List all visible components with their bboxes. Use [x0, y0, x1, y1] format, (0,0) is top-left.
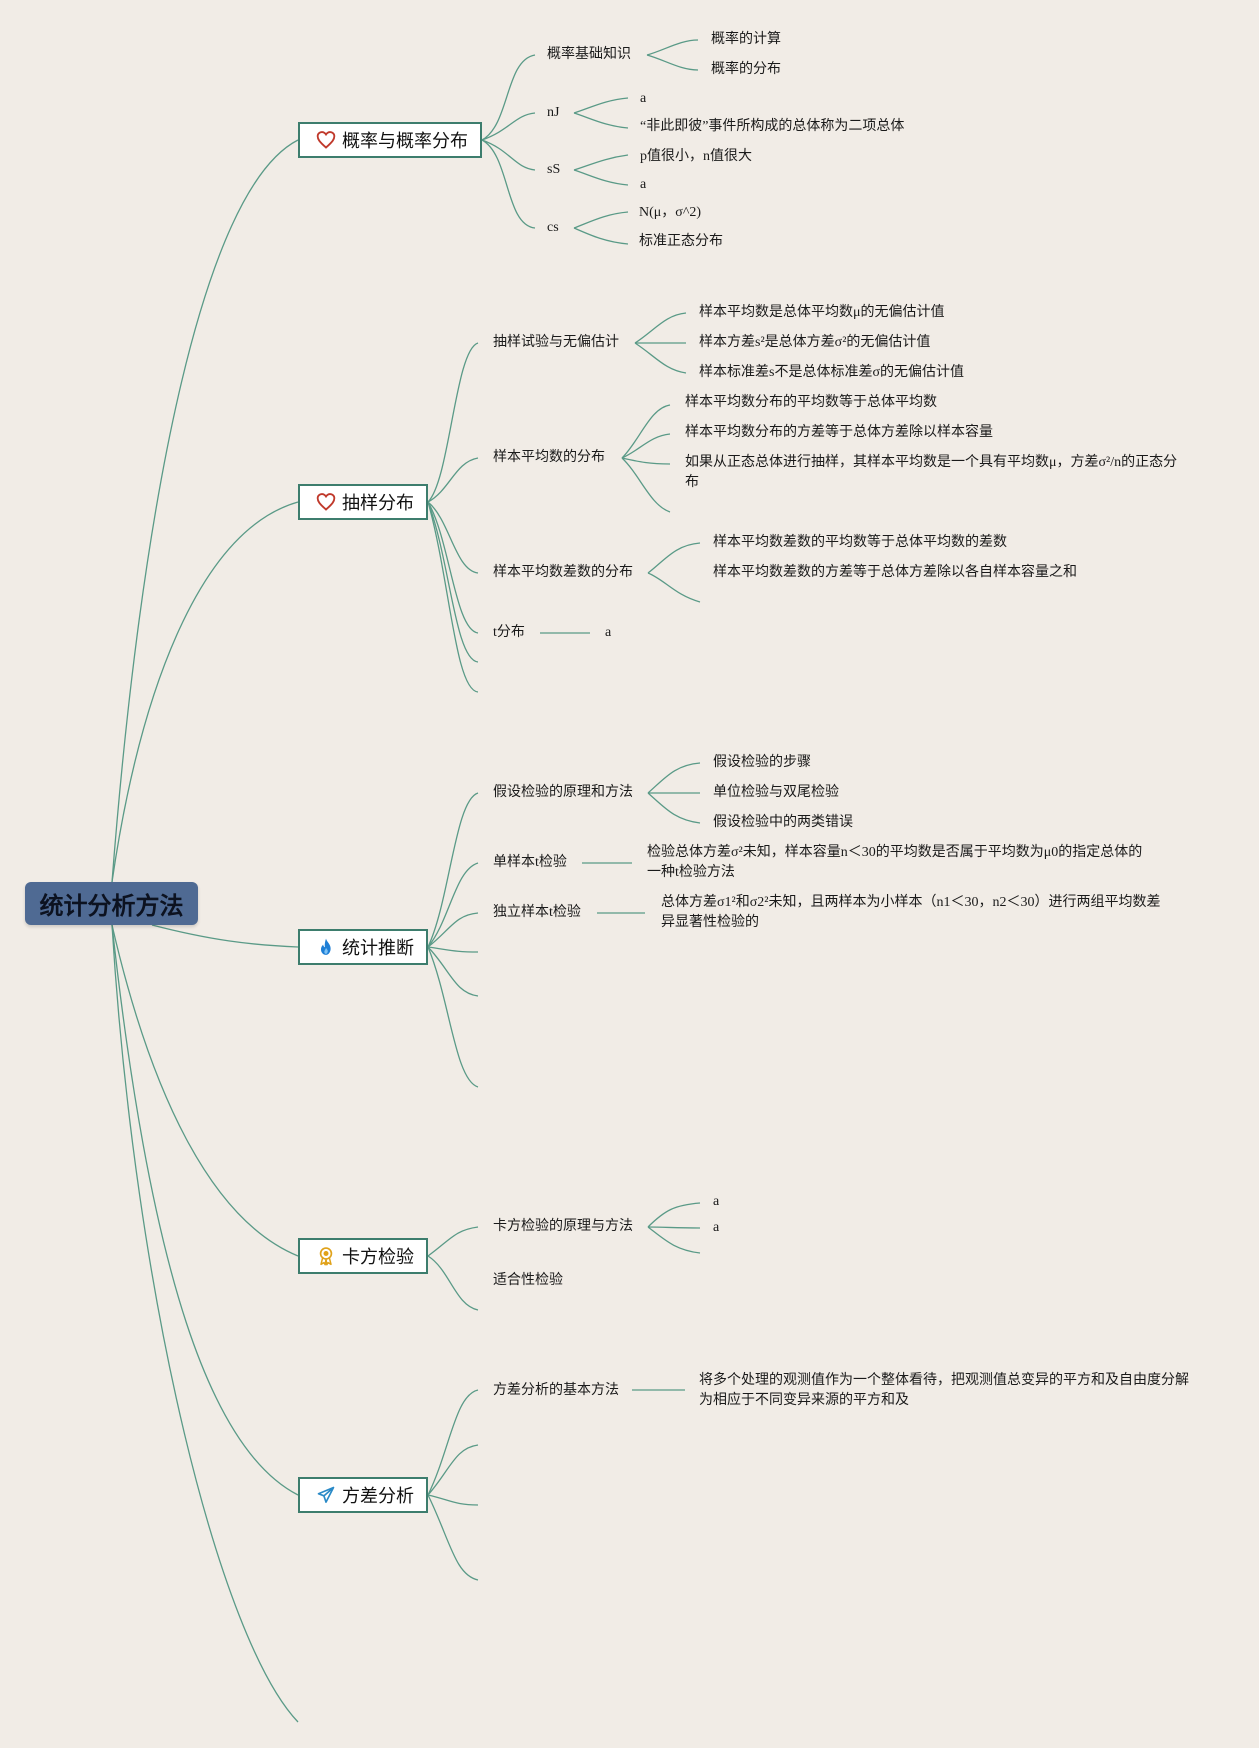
leaf-item[interactable]: 样本方差s²是总体方差σ²的无偏估计值	[699, 335, 931, 350]
leaf-item[interactable]: 总体方差σ1²和σ2²未知，且两样本为小样本（n1＜30，n2＜30）进行两组平…	[661, 895, 1161, 930]
subtopic-cs[interactable]: cs	[547, 220, 559, 235]
branch-label: 方差分析	[342, 1486, 414, 1507]
leaf-item[interactable]: 检验总体方差σ²未知，样本容量n＜30的平均数是否属于平均数为μ0的指定总体的一…	[647, 845, 1143, 880]
leaf-item[interactable]: a	[605, 625, 612, 640]
leaf-item[interactable]: a	[713, 1220, 720, 1235]
leaf-item[interactable]: p值很小，n值很大	[640, 149, 752, 164]
subtopic-unbiased-estimation[interactable]: 抽样试验与无偏估计	[493, 335, 619, 350]
leaf-item[interactable]: a	[640, 177, 647, 192]
leaf-item[interactable]: 概率的分布	[711, 62, 781, 77]
leaf-item[interactable]: N(μ，σ^2)	[639, 205, 702, 220]
subtopic-goodness-of-fit[interactable]: 适合性检验	[493, 1273, 563, 1288]
subtopic-mean-difference-distribution[interactable]: 样本平均数差数的分布	[493, 565, 633, 580]
branch-label: 卡方检验	[342, 1247, 414, 1268]
leaf-item[interactable]: 样本平均数差数的平均数等于总体平均数的差数	[713, 535, 1007, 550]
subtopic-sample-mean-distribution[interactable]: 样本平均数的分布	[493, 450, 605, 465]
leaf-item[interactable]: 样本平均数分布的方差等于总体方差除以样本容量	[685, 425, 993, 440]
leaf-item[interactable]: 将多个处理的观测值作为一个整体看待，把观测值总变异的平方和及自由度分解为相应于不…	[699, 1373, 1189, 1408]
subtopic-anova-basic-method[interactable]: 方差分析的基本方法	[493, 1383, 619, 1398]
award-ribbon-icon	[316, 1246, 336, 1266]
subtopic-independent-t-test[interactable]: 独立样本t检验	[493, 905, 581, 920]
leaf-item[interactable]: 单位检验与双尾检验	[713, 785, 839, 800]
leaf-item[interactable]: 如果从正态总体进行抽样，其样本平均数是一个具有平均数μ，方差σ²/n的正态分布	[685, 455, 1178, 490]
leaf-item[interactable]: 假设检验的步骤	[713, 755, 811, 770]
leaf-item[interactable]: a	[713, 1194, 720, 1209]
branch-anova[interactable]: 方差分析	[298, 1477, 428, 1513]
heart-icon	[316, 492, 336, 512]
leaf-item[interactable]: 假设检验中的两类错误	[713, 815, 853, 830]
leaf-item[interactable]: a	[640, 91, 647, 106]
branch-label: 概率与概率分布	[342, 131, 468, 152]
subtopic-hypothesis-testing[interactable]: 假设检验的原理和方法	[493, 785, 633, 800]
subtopic-nj[interactable]: nJ	[547, 105, 560, 120]
subtopic-probability-basics[interactable]: 概率基础知识	[547, 47, 631, 62]
subtopic-t-distribution[interactable]: t分布	[493, 625, 525, 640]
branch-chi-square-test[interactable]: 卡方检验	[298, 1238, 428, 1274]
leaf-item[interactable]: 标准正态分布	[639, 234, 723, 249]
leaf-item[interactable]: 样本平均数差数的方差等于总体方差除以各自样本容量之和	[713, 565, 1077, 580]
flame-icon	[316, 937, 336, 957]
branch-probability[interactable]: 概率与概率分布	[298, 122, 482, 158]
heart-icon	[316, 130, 336, 150]
branch-label: 统计推断	[342, 938, 414, 959]
branch-statistical-inference[interactable]: 统计推断	[298, 929, 428, 965]
leaf-item[interactable]: 概率的计算	[711, 32, 781, 47]
leaf-item[interactable]: 样本平均数分布的平均数等于总体平均数	[685, 395, 937, 410]
leaf-item[interactable]: 样本标准差s不是总体标准差σ的无偏估计值	[699, 365, 964, 380]
leaf-item[interactable]: “非此即彼”事件所构成的总体称为二项总体	[640, 119, 905, 134]
subtopic-one-sample-t-test[interactable]: 单样本t检验	[493, 855, 567, 870]
root-topic[interactable]: 统计分析方法	[25, 882, 198, 925]
leaf-item[interactable]: 样本平均数是总体平均数μ的无偏估计值	[699, 305, 945, 320]
subtopic-chi-square-principle[interactable]: 卡方检验的原理与方法	[493, 1219, 633, 1234]
subtopic-ss[interactable]: sS	[547, 162, 561, 177]
branch-sampling[interactable]: 抽样分布	[298, 484, 428, 520]
paper-plane-icon	[316, 1485, 336, 1505]
branch-label: 抽样分布	[342, 493, 414, 514]
